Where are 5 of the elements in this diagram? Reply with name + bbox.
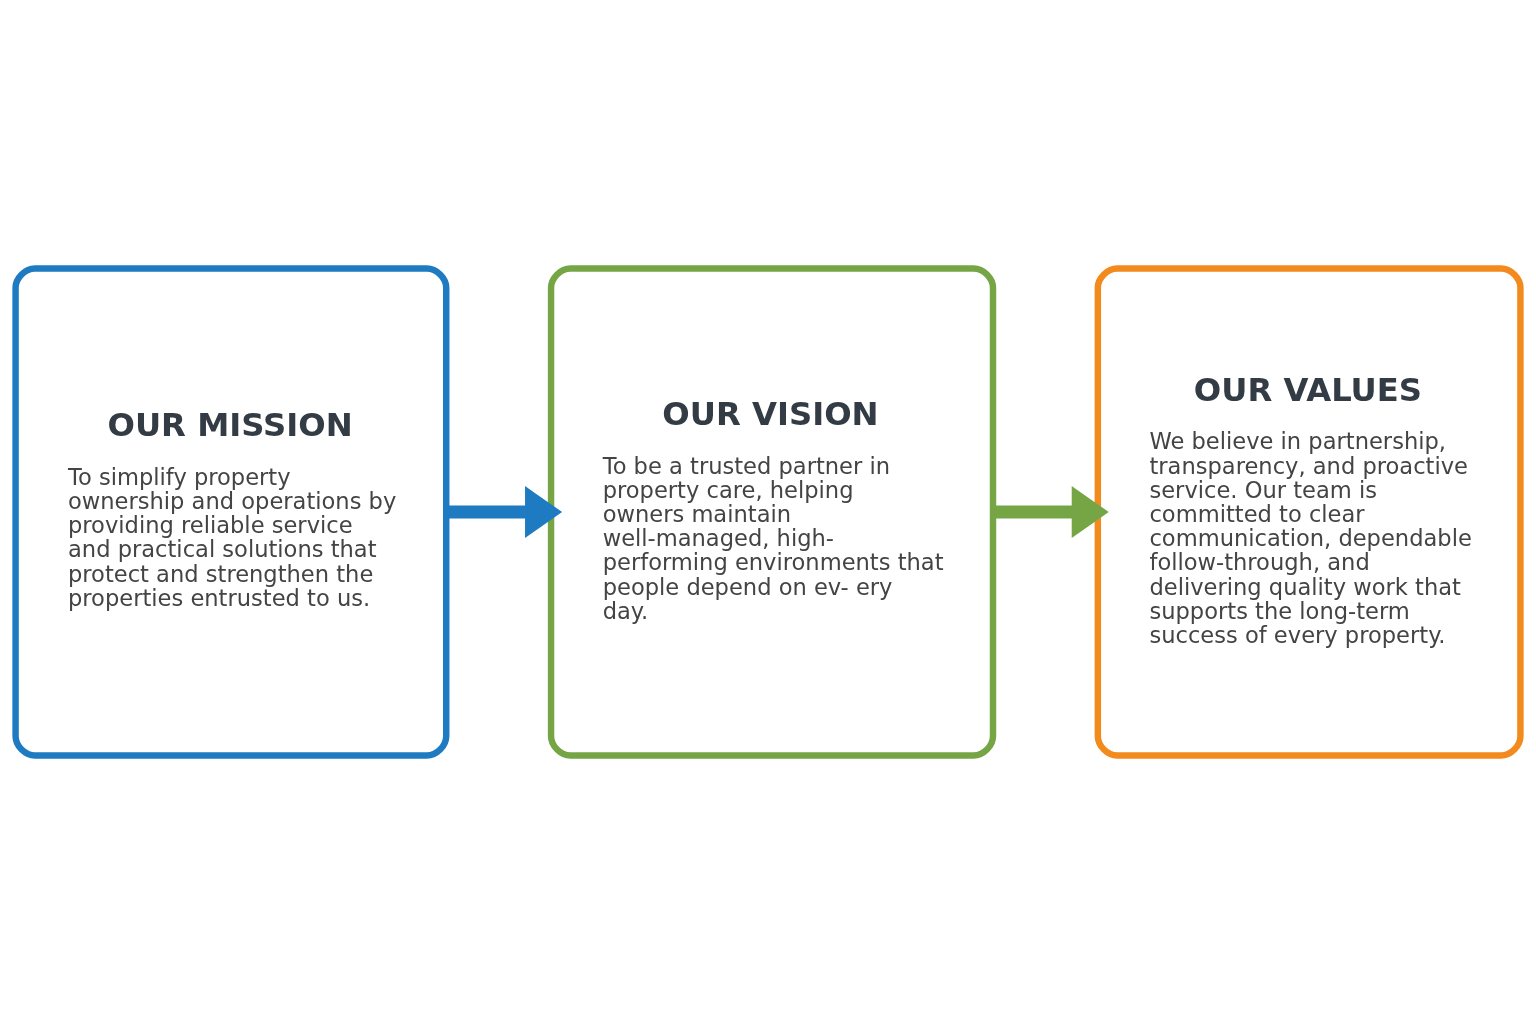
node-box: OUR VISION To be a trusted partner in property care, helping owners maintain well-managed, high- performing environments that people depend on ev- ery day. xyxy=(547,265,997,759)
node-box: OUR VALUES We believe in partnership, transparency, and proactive service. Our team is committed to clear communication, dependable follow-through, and delivering quality work that supports the long-term success of every property. xyxy=(1094,265,1524,759)
arrow xyxy=(993,486,1109,538)
node-box: OUR MISSION To simplify property ownership and operations by providing reliable service and practical solutions that protect and strengthen the properties entrusted to us. xyxy=(12,265,450,759)
arrow xyxy=(446,486,563,538)
